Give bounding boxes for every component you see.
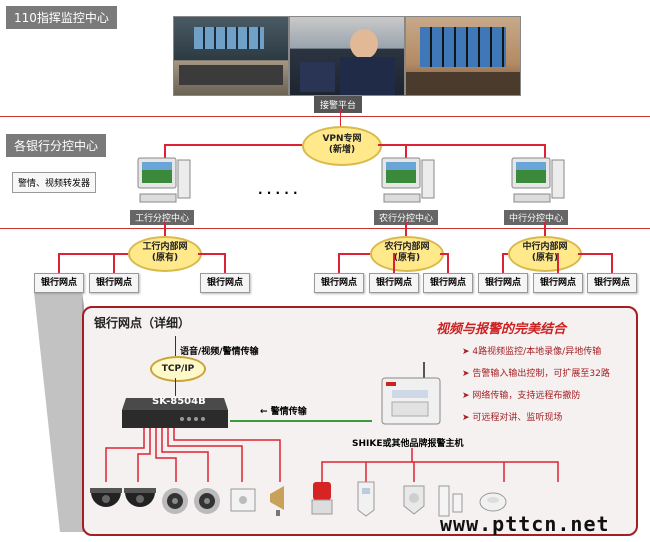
vpn-cloud-line2: (新增)	[328, 145, 356, 155]
dvr-label: SK-8504B	[152, 396, 206, 407]
dome-camera-icon	[162, 488, 188, 514]
line-drop-3	[544, 144, 546, 158]
branch-node: 银行网点	[200, 273, 250, 293]
detail-title: 银行网点（详细）	[94, 316, 191, 330]
line-intranet-left-3	[502, 253, 508, 255]
line-drop	[502, 253, 504, 273]
line-intranet-right-1	[198, 253, 224, 255]
alarm-host-icon	[381, 362, 441, 425]
control-room-photo-1	[173, 16, 289, 96]
line-drop-2	[405, 144, 407, 158]
branch-node: 银行网点	[423, 273, 473, 293]
computer-icon	[511, 157, 565, 203]
intranet-line2: (原有)	[531, 253, 559, 263]
divider-middle	[0, 228, 650, 229]
line-drop-1	[164, 144, 166, 158]
speaker-horn-icon	[270, 486, 284, 516]
dome-camera-icon	[124, 488, 156, 507]
intranet-cloud-boc: 中行内部网 (原有)	[508, 236, 582, 272]
vpn-cloud: VPN专网 (新增)	[302, 126, 382, 166]
alarm-host-label: SHIKE或其他品牌报警主机	[352, 439, 464, 449]
voice-video-label: 语音/视频/警情传输	[180, 347, 259, 357]
alarm-platform-label: 接警平台	[314, 96, 363, 113]
line-tcpip-up	[175, 336, 176, 356]
line-drop	[447, 253, 449, 273]
branch-node: 银行网点	[314, 273, 364, 293]
alarm-transfer-label: ← 警情传输	[260, 407, 307, 417]
control-room-photo-3	[405, 16, 521, 96]
line-drop	[58, 253, 60, 273]
tcpip-cloud: TCP/IP	[150, 356, 206, 382]
feature-text: 4路视频监控/本地录像/异地传输	[472, 347, 602, 357]
motion-sensor-icon	[403, 485, 425, 515]
intranet-line2: (原有)	[151, 253, 179, 263]
feature-text: 可远程对讲、监听现场	[472, 413, 563, 423]
line-tcpip-down	[175, 378, 176, 396]
intranet-line1: 中行内部网	[522, 242, 568, 252]
branch-node: 银行网点	[587, 273, 637, 293]
feature-text: 网络传输，支持远程布撤防	[472, 391, 581, 401]
line-intranet-left-2	[338, 253, 370, 255]
line-center-intranet-1	[164, 222, 166, 236]
panic-button-icon	[230, 488, 256, 512]
line-vpn-left	[164, 144, 302, 146]
branch-node: 银行网点	[478, 273, 528, 293]
line-drop	[113, 253, 115, 273]
watermark: www.pttcn.net	[440, 512, 610, 536]
alarm-transfer-text: 警情传输	[270, 407, 307, 417]
computer-icon	[137, 157, 191, 203]
feature-item: ➤ 可远程对讲、监听现场	[462, 413, 563, 423]
line-center-intranet-2	[405, 222, 407, 236]
dome-camera-icon	[194, 488, 220, 514]
line-drop	[393, 253, 395, 273]
intranet-line2: (原有)	[393, 253, 421, 263]
line-drop	[611, 253, 613, 273]
line-drop	[557, 253, 559, 273]
door-contact-sensor-icon	[438, 485, 463, 517]
line-intranet-right-3	[578, 253, 612, 255]
computer-icon	[381, 157, 435, 203]
intranet-cloud-icbc: 工行内部网 (原有)	[128, 236, 202, 272]
dvr-device-icon	[122, 398, 228, 428]
center-label-abc: 农行分控中心	[374, 210, 439, 225]
branch-node: 银行网点	[34, 273, 84, 293]
line-drop	[338, 253, 340, 273]
alarm-transfer-line	[230, 420, 372, 422]
branch-node: 银行网点	[89, 273, 139, 293]
feature-item: ➤ 网络传输，支持远程布撤防	[462, 391, 581, 401]
line-center-intranet-3	[544, 222, 546, 236]
branch-node: 银行网点	[533, 273, 583, 293]
branch-detail-panel: 银行网点（详细） TCP/IP 语音/视频/警情传输 SK-8504B ← 警情…	[82, 306, 638, 536]
vpn-cloud-line1: VPN专网	[322, 134, 362, 144]
strobe-siren-icon	[311, 482, 333, 515]
line-vpn-right	[378, 144, 546, 146]
dome-camera-icon	[90, 488, 122, 507]
ellipsis: · · · · ·	[258, 186, 298, 200]
line-intranet-right-2	[440, 253, 448, 255]
smoke-detector-icon	[479, 492, 507, 512]
device-wiring	[105, 428, 559, 482]
feature-text: 告警输入输出控制，可扩展至32路	[472, 369, 610, 379]
feature-item: ➤ 4路视频监控/本地录像/异地传输	[462, 347, 602, 357]
center-label-boc: 中行分控中心	[504, 210, 569, 225]
pir-detector-icon	[357, 481, 375, 517]
feature-item: ➤ 告警输入输出控制，可扩展至32路	[462, 369, 610, 379]
center-label-icbc: 工行分控中心	[130, 210, 195, 225]
line-platform-vpn	[340, 110, 341, 128]
control-room-photo-2	[289, 16, 405, 96]
intranet-line1: 农行内部网	[384, 242, 430, 252]
section-title-branch-center: 各银行分控中心	[6, 134, 107, 157]
divider-top	[0, 116, 650, 117]
intranet-cloud-abc: 农行内部网 (原有)	[370, 236, 444, 272]
branch-node: 银行网点	[369, 273, 419, 293]
feature-headline: 视频与报警的完美结合	[436, 322, 567, 337]
line-drop	[224, 253, 226, 273]
section-title-110-center: 110指挥监控中心	[6, 6, 117, 29]
forwarder-box: 警情、视频转发器	[12, 172, 97, 193]
line-intranet-left-1	[58, 253, 128, 255]
intranet-line1: 工行内部网	[142, 242, 188, 252]
